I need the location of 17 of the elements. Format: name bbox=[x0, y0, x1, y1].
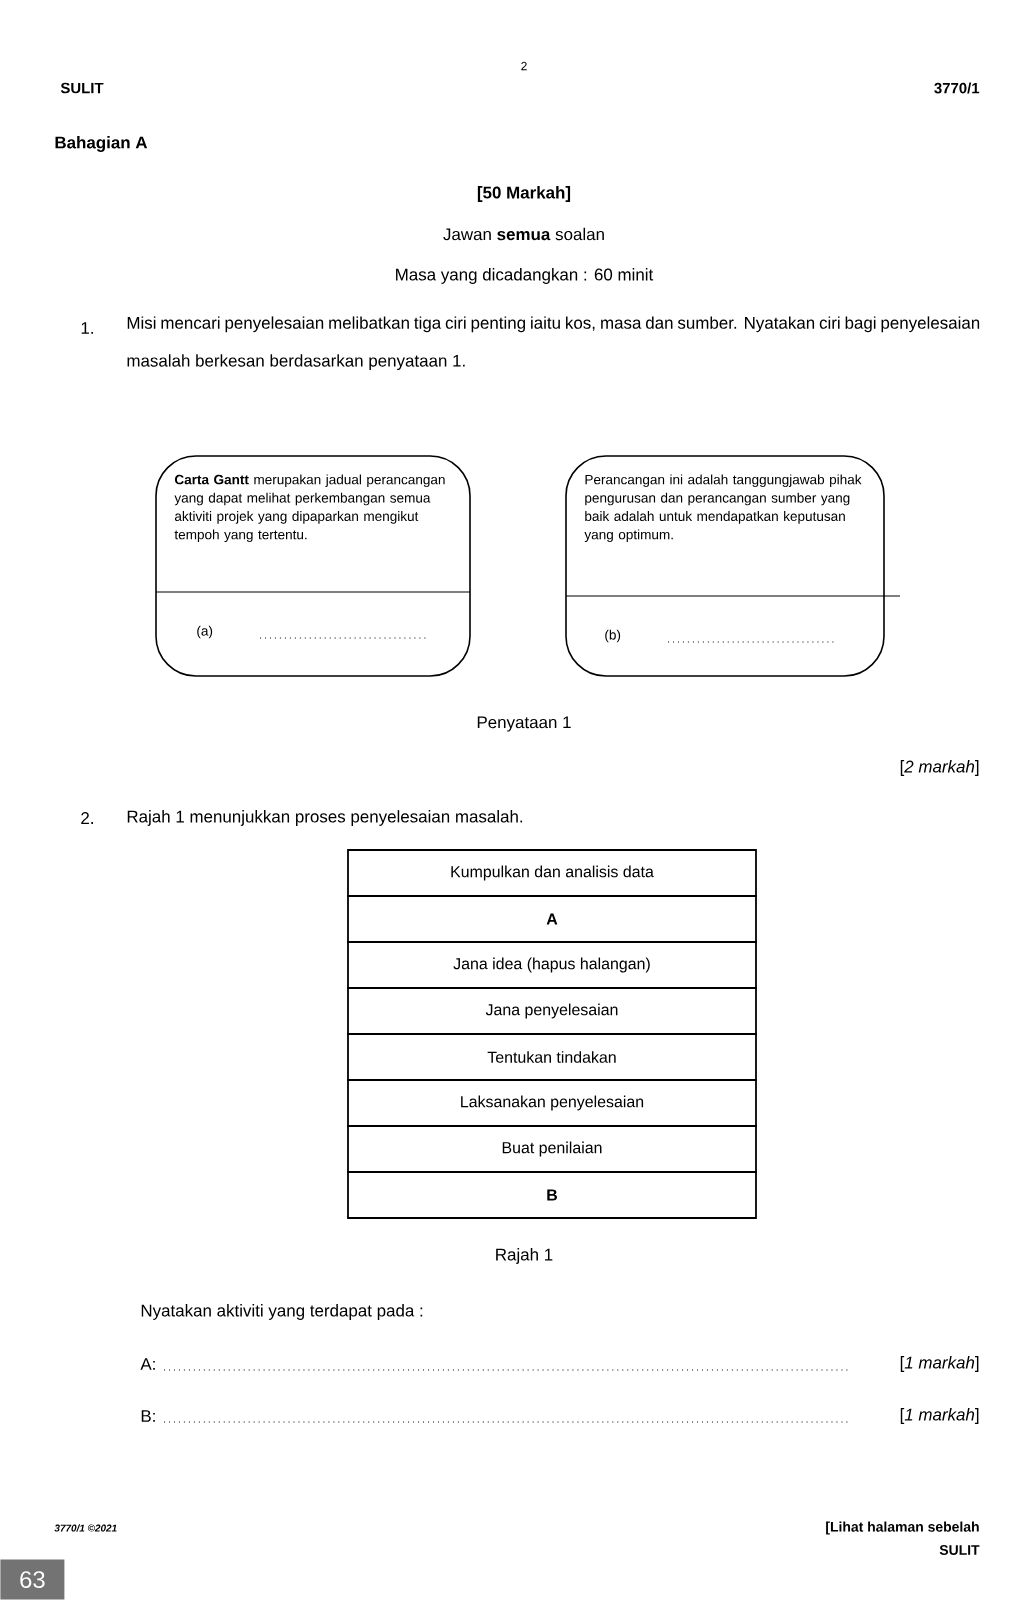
marks-heading: [50 Markah] bbox=[477, 186, 571, 202]
marks-text: [2 markah] bbox=[900, 760, 979, 776]
question-number: 2. bbox=[81, 812, 93, 824]
question-text: Nyatakan aktiviti yang terdapat pada : bbox=[141, 1304, 423, 1320]
marks-text: [1 markah] bbox=[900, 1356, 979, 1372]
question-text: Misi mencari penyelesaian melibatkan tiga ciri penting iaitu kos, masa dan sumber. Nyatakan ciri bagi penyelesaian masalah berkesan berdasarkan penyataan 1. bbox=[127, 316, 980, 371]
page-badge: 63 bbox=[0, 1559, 65, 1600]
answer-label: B: bbox=[141, 1410, 155, 1422]
instruction-text: Masa yang dicadangkan : 60 minit bbox=[396, 268, 654, 284]
answer-label: A: bbox=[140, 1358, 155, 1370]
question-number: 1. bbox=[81, 322, 93, 334]
section-heading: Bahagian A bbox=[55, 136, 148, 152]
figure-caption: Penyataan 1 bbox=[477, 716, 571, 732]
question-text: Rajah 1 menunjukkan proses penyelesaian masalah. bbox=[127, 810, 523, 826]
marks-text: [1 markah] bbox=[900, 1408, 979, 1424]
instruction-text: Jawan semua soalan bbox=[443, 227, 604, 241]
figure-caption: Rajah 1 bbox=[496, 1248, 553, 1264]
